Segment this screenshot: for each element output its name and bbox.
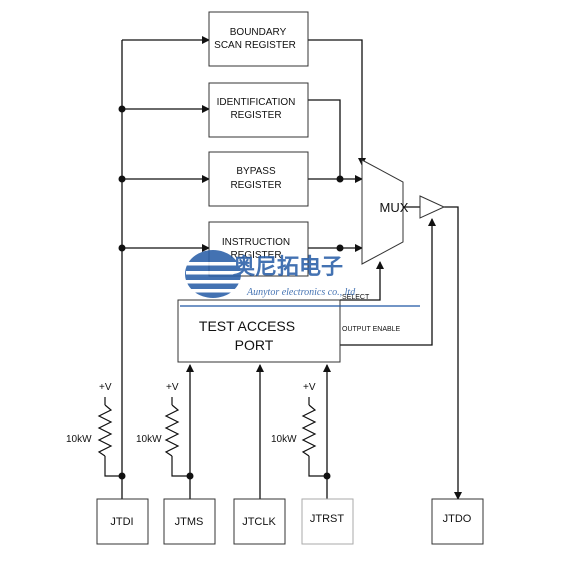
mux-label: MUX	[380, 200, 409, 215]
pin-tdo: JTDO	[431, 498, 484, 545]
supply-label-tms: +V	[166, 382, 179, 393]
resistor-tdi	[97, 397, 122, 477]
pin-tms-label: JTMS	[175, 516, 204, 528]
resistor-value-tdi: 10kW	[66, 434, 92, 445]
pin-tclk: JTCLK	[233, 498, 286, 545]
pin-tdo-label: JTDO	[443, 513, 472, 525]
supply-label-tdi: +V	[99, 382, 112, 393]
pin-tms: JTMS	[163, 498, 216, 545]
instruction-label-1: INSTRUCTION	[222, 237, 290, 248]
boundary-scan-register: BOUNDARY SCAN REGISTER	[208, 11, 309, 67]
resistor-value-tms: 10kW	[136, 434, 162, 445]
identification-label-2: REGISTER	[230, 110, 281, 121]
pull-up-resistors	[97, 397, 327, 477]
pin-trst: JTRST	[301, 498, 354, 545]
output-enable-signal-label: OUTPUT ENABLE	[342, 326, 401, 333]
watermark: 奥尼拓电子 Aunytor electronics co., ltd	[180, 250, 420, 307]
select-signal-label: SELECT	[342, 294, 370, 301]
junction-dot	[323, 472, 331, 480]
junction-dot	[186, 472, 194, 480]
resistor-tms	[164, 397, 190, 477]
resistor-value-trst: 10kW	[271, 434, 297, 445]
output-buffer	[419, 195, 446, 219]
watermark-en: Aunytor electronics co., ltd	[246, 287, 356, 298]
pin-tclk-label: JTCLK	[242, 516, 276, 528]
tap-label-1: TEST ACCESS	[199, 318, 295, 334]
bypass-register: BYPASS REGISTER	[208, 151, 309, 207]
junction-dot	[118, 175, 126, 183]
wire-select	[340, 261, 384, 301]
identification-register: IDENTIFICATION REGISTER	[208, 82, 309, 138]
wires	[121, 36, 462, 500]
junction-dot	[118, 244, 126, 252]
tap-label-2: PORT	[235, 337, 274, 353]
boundary-scan-label-1: BOUNDARY	[230, 27, 287, 38]
junction-dot	[118, 472, 126, 480]
wire-boundary-out	[308, 39, 366, 166]
wire-to-tdo	[444, 206, 462, 500]
junction-dot	[118, 105, 126, 113]
test-access-port: TEST ACCESS PORT	[177, 299, 341, 363]
pin-tdi-label: JTDI	[110, 516, 133, 528]
pin-trst-label: JTRST	[310, 513, 345, 525]
supply-label-trst: +V	[303, 382, 316, 393]
wire-identification-out	[308, 99, 341, 179]
resistor-trst	[301, 397, 327, 477]
bypass-label-2: REGISTER	[230, 180, 281, 191]
watermark-cn: 奥尼拓电子	[233, 254, 343, 280]
mux: MUX	[361, 159, 409, 265]
instruction-label-2: REGISTER	[230, 250, 281, 261]
boundary-scan-label-2: SCAN REGISTER	[214, 40, 296, 51]
junction-dot	[336, 175, 344, 183]
pin-tdi: JTDI	[96, 498, 149, 545]
identification-label-1: IDENTIFICATION	[217, 97, 296, 108]
junction-dot	[336, 244, 344, 252]
wire-output-enable	[340, 218, 436, 346]
bypass-label-1: BYPASS	[236, 166, 276, 177]
watermark-logo	[185, 250, 242, 298]
junctions	[118, 105, 344, 480]
